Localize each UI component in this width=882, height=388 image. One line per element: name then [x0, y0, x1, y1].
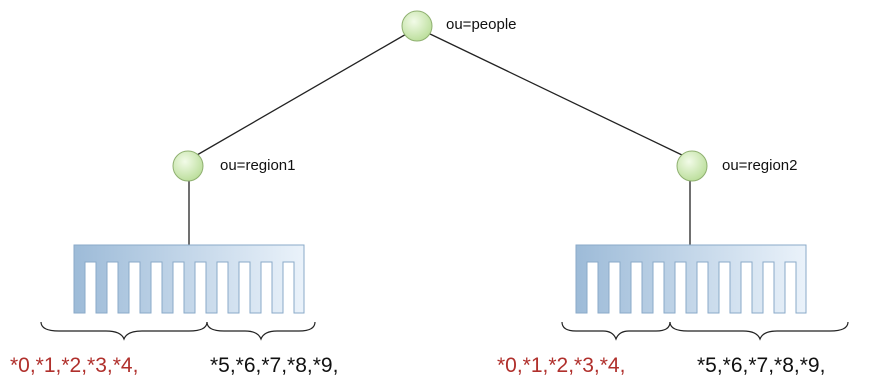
edge-root-to-region1 [196, 32, 409, 156]
tree-nodes [172, 10, 708, 182]
region1-label: ou=region1 [220, 157, 295, 174]
brace-left-high [206, 321, 316, 341]
region2-range-highlighted: *0,*1,*2,*3,*4, [497, 354, 625, 377]
root-label: ou=people [446, 16, 517, 33]
node-region2-icon [676, 150, 708, 182]
node-region1-icon [172, 150, 204, 182]
tree-edges [188, 32, 691, 245]
index-block-left-icon [73, 244, 305, 314]
brace-right-high [669, 321, 849, 341]
braces [40, 321, 849, 341]
edge-root-to-region2 [427, 32, 683, 156]
brace-right-low [561, 321, 671, 341]
brace-left-low [40, 321, 208, 341]
region1-range-highlighted: *0,*1,*2,*3,*4, [10, 354, 138, 377]
index-block-right-icon [575, 244, 807, 314]
region2-range-normal: *5,*6,*7,*8,*9, [697, 354, 825, 377]
region2-label: ou=region2 [722, 157, 797, 174]
region1-range-normal: *5,*6,*7,*8,*9, [210, 354, 338, 377]
node-root-icon [401, 10, 433, 42]
